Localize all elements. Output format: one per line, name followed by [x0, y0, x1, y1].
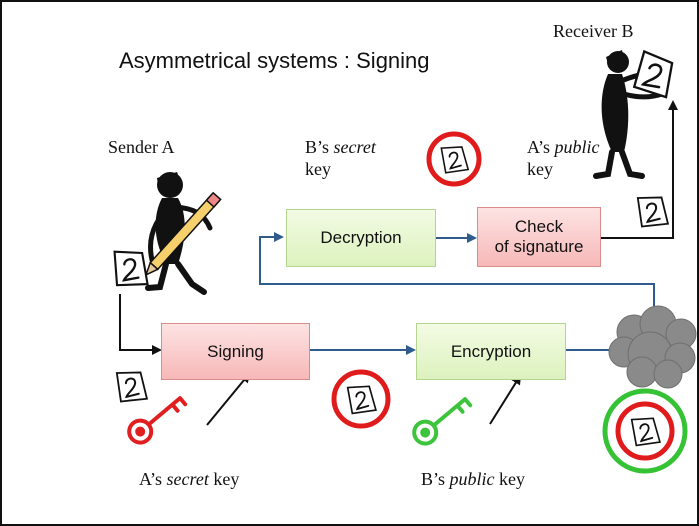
- label-emphasis: public: [554, 137, 600, 157]
- sender-to-signing-arrow: [119, 294, 162, 355]
- check-to-receiver-arrow: [601, 100, 678, 239]
- check-line-1: Check: [514, 217, 564, 236]
- b-public-key-caption: B’s public key: [421, 468, 525, 490]
- page-title: Asymmetrical systems : Signing: [119, 48, 430, 73]
- label-prefix: B’s: [305, 137, 334, 157]
- key-icon: [412, 397, 473, 446]
- document-icon: [635, 192, 669, 230]
- label-suffix: key: [305, 159, 331, 179]
- encryption-box: Encryption: [416, 323, 566, 380]
- label-emphasis: secret: [333, 137, 376, 157]
- cloud-to-decryption-arrow: [259, 232, 655, 317]
- reader-figure-icon: [593, 49, 677, 179]
- signing-box: Signing: [161, 323, 310, 380]
- label-prefix: B’s: [421, 469, 450, 489]
- label-suffix: key: [494, 469, 526, 489]
- a-secret-key-caption: A’s secret key: [139, 468, 239, 490]
- b-public-key-arrow: [489, 374, 522, 425]
- label-emphasis: secret: [166, 469, 209, 489]
- label-suffix: key: [527, 159, 553, 179]
- receiver-label: Receiver B: [553, 21, 634, 41]
- label-suffix: key: [208, 469, 240, 489]
- seal-icon: [331, 369, 391, 429]
- check-signature-box: Check of signature: [477, 207, 601, 267]
- sender-label: Sender A: [108, 137, 175, 157]
- key-icon: [127, 396, 188, 445]
- label-prefix: A’s: [527, 137, 555, 157]
- pencil-writer-icon: [112, 172, 222, 295]
- seal-icon: [602, 388, 688, 474]
- seal-icon: [426, 131, 482, 187]
- label-emphasis: public: [449, 469, 495, 489]
- decryption-box: Decryption: [286, 209, 436, 267]
- b-secret-key-label: B’s secret key: [305, 136, 376, 180]
- a-secret-key-arrow: [206, 372, 251, 426]
- check-line-2: of signature: [494, 237, 584, 256]
- label-prefix: A’s: [139, 469, 167, 489]
- document-icon: [114, 367, 148, 405]
- a-public-key-label: A’s public key: [527, 136, 600, 180]
- cloud-icon: [608, 305, 697, 389]
